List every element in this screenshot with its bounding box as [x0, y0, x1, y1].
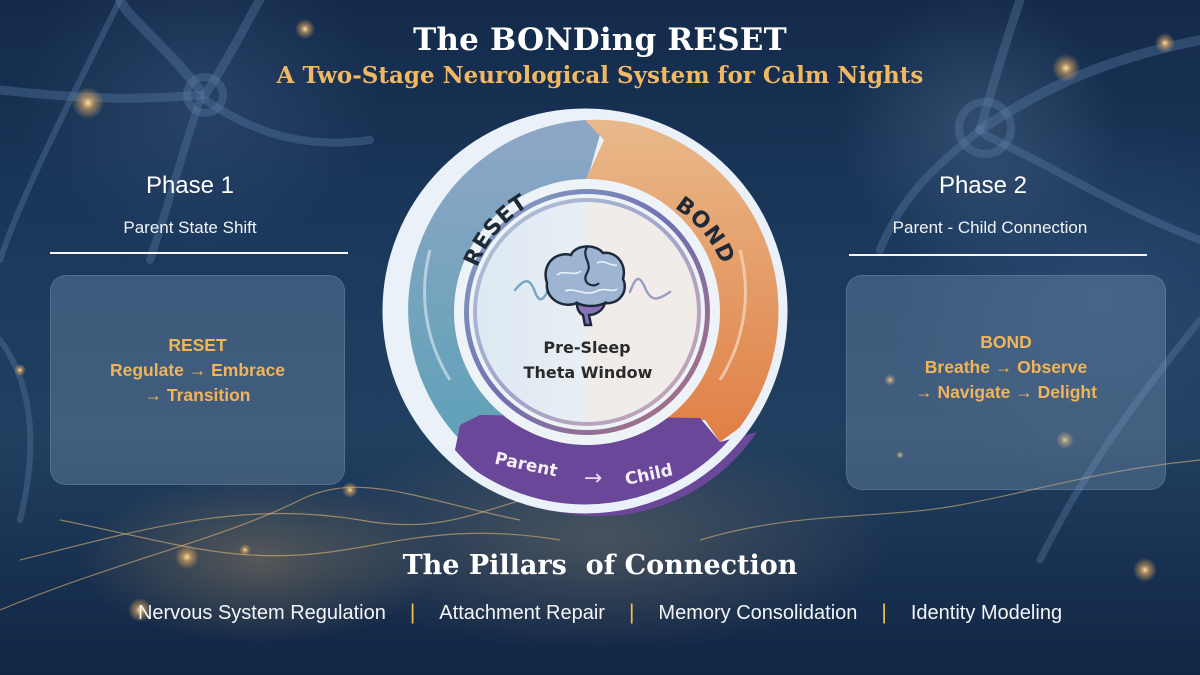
phase1-card: RESET Regulate → Embrace → Transition: [50, 275, 345, 485]
pillar-separator: |: [409, 601, 416, 624]
phase1-title: Phase 1: [145, 172, 235, 199]
pillar-item: Attachment Repair: [439, 601, 605, 624]
phase1-card-heading: RESET: [168, 334, 227, 355]
phase2-card-heading: BOND: [980, 332, 1032, 352]
phase2-divider: [849, 254, 1147, 256]
band-arrow-icon: →: [584, 466, 602, 491]
phase2-subtitle: Parent - Child Connection: [892, 218, 1088, 237]
page-title: The BONDing RESET: [413, 22, 787, 58]
phase1-divider: [50, 252, 348, 254]
phase1-subtitle: Parent State Shift: [123, 218, 257, 237]
brain-icon: [544, 245, 626, 327]
theta-wave-left: [513, 278, 554, 301]
phase1-card-line1: Regulate → Embrace: [109, 359, 286, 380]
pillars-title: The Pillars of Connection: [402, 550, 798, 581]
pillar-separator: |: [628, 601, 635, 624]
pillar-item: Identity Modeling: [910, 601, 1063, 624]
phase2-card-line1: Breathe → Observe: [924, 357, 1088, 377]
theta-wave-right: [628, 277, 672, 300]
pillars-list: Nervous System Regulation | Attachment R…: [0, 601, 1200, 625]
pillar-separator: |: [881, 601, 887, 624]
pillar-item: Memory Consolidation: [658, 601, 858, 624]
pillar-item: Nervous System Regulation: [137, 601, 386, 624]
phase2-card-line2: → Navigate → Delight: [915, 382, 1097, 402]
center-label-line1: Pre-Sleep: [543, 338, 630, 357]
parent-child-band: [455, 415, 757, 517]
center-label-line2: Theta Window: [524, 363, 653, 382]
page-subtitle: A Two-Stage Neurological System for Calm…: [276, 62, 924, 89]
phase2-title: Phase 2: [938, 172, 1028, 199]
phase2-card: BOND Breathe → Observe → Navigate → Deli…: [846, 275, 1166, 490]
phase1-card-line2: → Transition: [144, 384, 251, 405]
